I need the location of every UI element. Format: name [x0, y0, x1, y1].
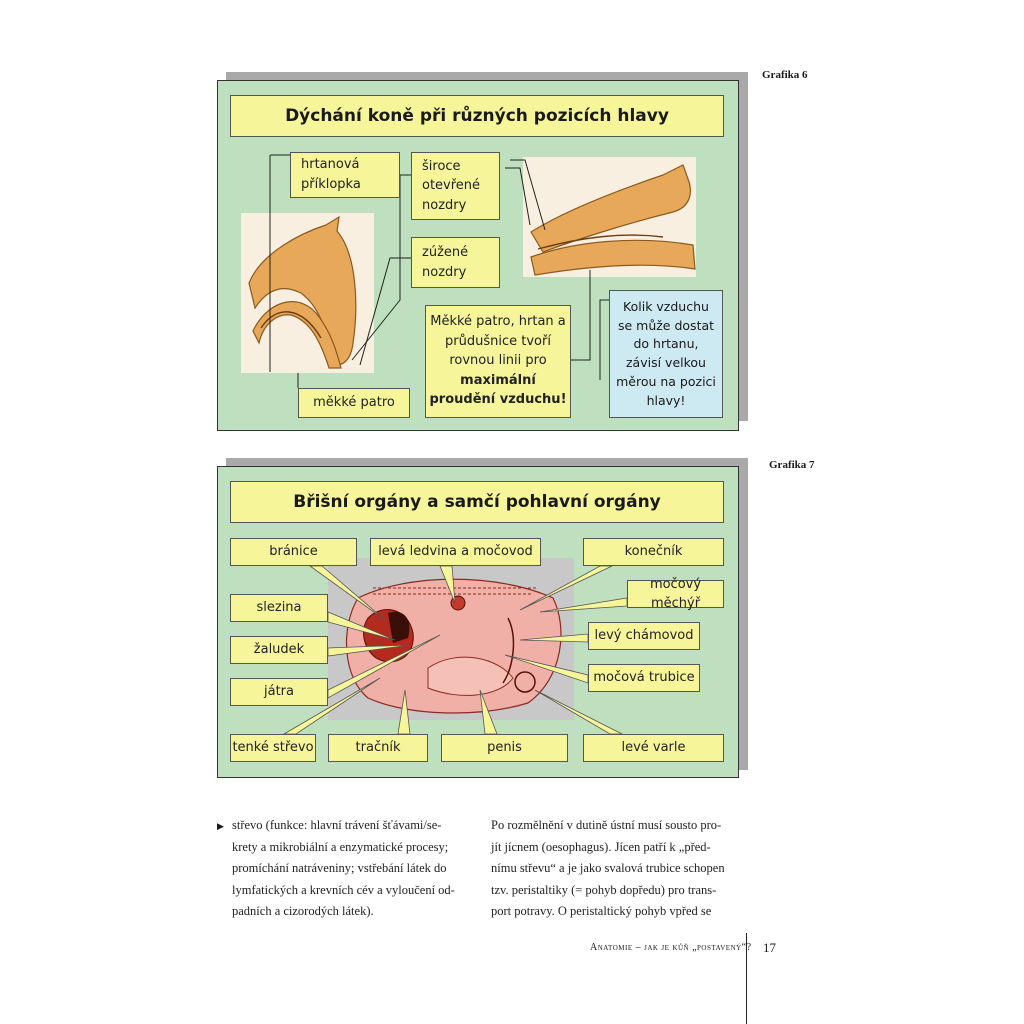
label-konecnik: konečník	[583, 538, 724, 566]
label-branice: bránice	[230, 538, 357, 566]
note-maximal-airflow: Měkké patro, hrtan a průdušnice tvoří ro…	[425, 305, 571, 418]
figure7-label: Grafika 7	[769, 459, 815, 471]
bullet-arrow-icon: ▶	[217, 821, 224, 831]
figure6-label: Grafika 6	[762, 69, 808, 81]
label-mekke-patro: měkké patro	[298, 388, 410, 418]
label-mocovy-mechyr: močový měchýř	[627, 577, 724, 611]
text-column-left: střevo (funkce: hlavní trávení šťávami/s…	[232, 815, 475, 923]
text-right-line: port potravy. O peristaltický pohyb vpře…	[491, 904, 712, 918]
text-right-line: nímu střevu“ a je jako svalová trubice s…	[491, 861, 725, 875]
figure7-title: Břišní orgány a samčí pohlavní orgány	[230, 481, 724, 523]
text-left-line: lymfatických a krevních cév a vyloučení …	[232, 882, 455, 897]
label-slezina: slezina	[230, 594, 328, 622]
note-maximal-airflow-bold: maximální proudění vzduchu!	[429, 372, 567, 408]
label-levy-chamovod: levý chámovod	[588, 622, 700, 650]
running-head: Anatomie – jak je kůň „postavený“?	[590, 942, 752, 953]
label-tracnik: tračník	[328, 734, 428, 762]
label-siroce-otevrene-nozdry: široce otevřené nozdry	[411, 152, 500, 220]
label-mocova-trubice: močová trubice	[588, 664, 700, 692]
label-hrtanova-priklopka: hrtanová příklopka	[290, 152, 400, 198]
text-left-line: promíchání natráveniny; vstřebání látek …	[232, 861, 447, 875]
label-penis: penis	[441, 734, 568, 762]
label-tenke-strevo: tenké střevo	[230, 734, 316, 762]
text-right-line: Po rozmělnění v dutině ústní musí sousto…	[491, 818, 722, 832]
text-left-line: střevo (funkce: hlavní trávení šťávami/s…	[232, 818, 442, 832]
text-right-line: tzv. peristaltiky (= pohyb dopředu) pro …	[491, 882, 717, 897]
text-column-right: Po rozmělnění v dutině ústní musí sousto…	[491, 815, 747, 923]
label-zaludek: žaludek	[230, 636, 328, 664]
note-maximal-airflow-text: Měkké patro, hrtan a průdušnice tvoří ro…	[430, 314, 566, 368]
text-left-line: krety a mikrobiální a enzymatické proces…	[232, 839, 449, 854]
figure6-title: Dýchání koně při různých pozicích hlavy	[230, 95, 724, 137]
horse-head-lowered-drawing	[241, 213, 374, 373]
label-leve-varle: levé varle	[583, 734, 724, 762]
label-leva-ledvina: levá ledvina a močovod	[370, 538, 541, 566]
text-right-line: jít jícnem (oesophagus). Jícen patří k „…	[491, 839, 711, 854]
footer-divider	[746, 933, 747, 1024]
horse-head-raised-drawing	[523, 157, 696, 277]
info-head-position: Kolik vzduchu se může dostat do hrtanu, …	[609, 290, 723, 418]
abdominal-organs-drawing	[328, 558, 574, 720]
text-left-line: padních a cizorodých látek).	[232, 904, 374, 918]
page-number: 17	[763, 940, 776, 955]
label-jatra: játra	[230, 678, 328, 706]
label-zuzene-nozdry: zúžené nozdry	[411, 237, 500, 288]
